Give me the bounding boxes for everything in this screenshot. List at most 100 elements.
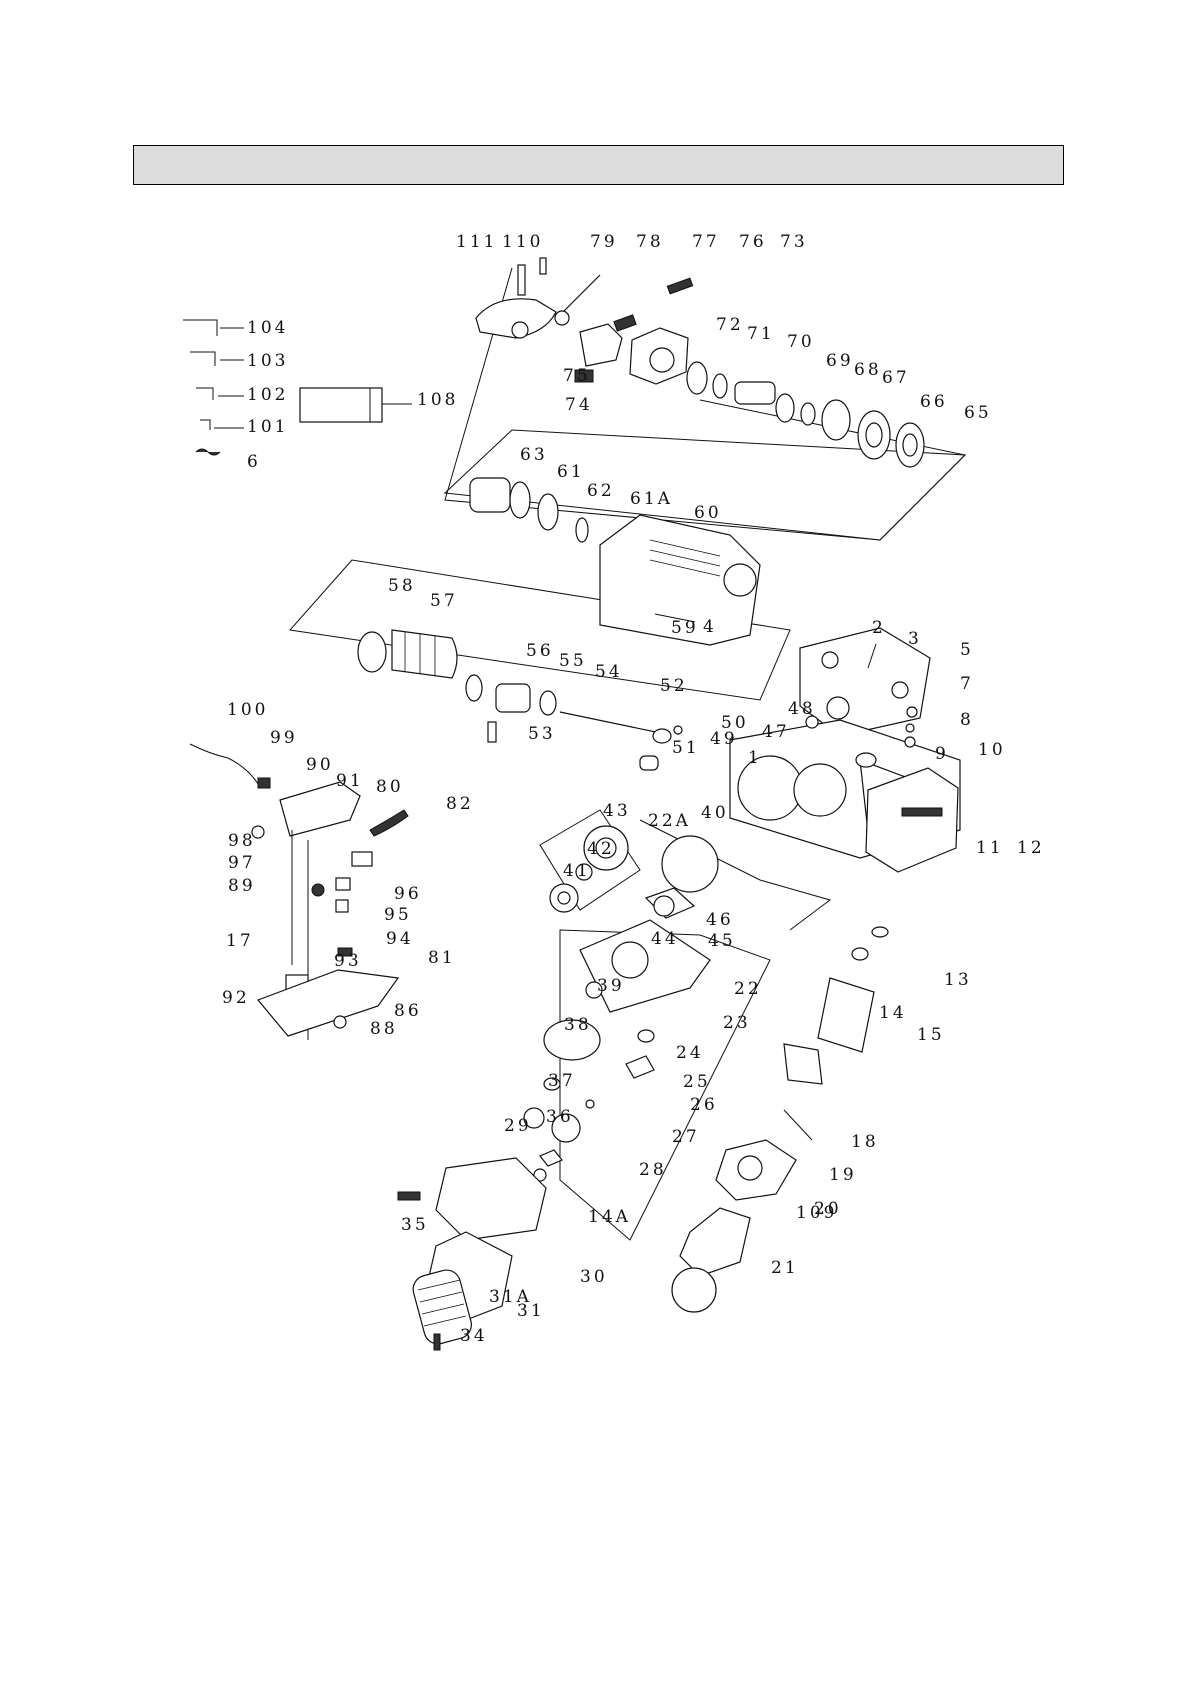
part-label: 15 <box>917 1025 945 1045</box>
part-label: 103 <box>247 351 288 371</box>
part-label: 76 <box>739 232 767 252</box>
part-label: 109 <box>796 1203 837 1223</box>
part-label: 25 <box>683 1072 711 1092</box>
part-label: 52 <box>660 676 688 696</box>
part-label: 42 <box>587 839 615 859</box>
part-label: 18 <box>851 1132 879 1152</box>
cylinder-assembly <box>469 477 761 646</box>
tool-kit <box>183 319 412 456</box>
part-label: 72 <box>716 315 744 335</box>
part-label: 98 <box>228 831 256 851</box>
socket-tube <box>299 387 383 423</box>
part-label: 11 <box>976 838 1004 858</box>
part-label: 92 <box>222 988 250 1008</box>
part-label: 14A <box>588 1207 631 1227</box>
part-label: 7 <box>960 674 974 694</box>
part-label: 24 <box>676 1043 704 1063</box>
part-label: 51 <box>672 738 700 758</box>
part-label: 63 <box>520 445 548 465</box>
gear-assembly <box>435 919 711 1241</box>
motor-assembly <box>671 926 889 1313</box>
part-label: 61A <box>630 489 673 509</box>
rear-handle <box>397 1191 513 1351</box>
part-label: 111 <box>456 232 497 252</box>
part-label: 21 <box>771 1258 799 1278</box>
part-label: 62 <box>587 481 615 501</box>
part-label: 47 <box>762 722 790 742</box>
part-label: 5 <box>960 640 974 660</box>
part-label: 12 <box>1017 838 1045 858</box>
part-label: 48 <box>788 699 816 719</box>
part-label: 38 <box>564 1015 592 1035</box>
part-label: 31 <box>517 1301 545 1321</box>
switch-assembly <box>189 743 409 1040</box>
part-label: 58 <box>388 576 416 596</box>
part-label: 49 <box>710 729 738 749</box>
part-label: 22 <box>734 979 762 999</box>
part-label: 17 <box>226 931 254 951</box>
part-label: 30 <box>580 1267 608 1287</box>
part-label: 22A <box>648 811 691 831</box>
part-label: 27 <box>672 1127 700 1147</box>
part-label: 3 <box>908 629 922 649</box>
part-label: 40 <box>701 803 729 823</box>
part-label: 44 <box>651 929 679 949</box>
part-label: 95 <box>384 905 412 925</box>
part-label: 55 <box>559 651 587 671</box>
part-label: 28 <box>639 1160 667 1180</box>
part-label: 60 <box>694 503 722 523</box>
part-label: 14 <box>879 1003 907 1023</box>
part-label: 96 <box>394 884 422 904</box>
part-label: 23 <box>723 1013 751 1033</box>
part-label: 69 <box>826 351 854 371</box>
part-label: 2 <box>872 618 886 638</box>
part-label: 50 <box>721 713 749 733</box>
part-label: 29 <box>504 1116 532 1136</box>
part-label: 94 <box>386 929 414 949</box>
part-label: 78 <box>636 232 664 252</box>
part-label: 43 <box>603 801 631 821</box>
part-label: 70 <box>787 332 815 352</box>
cylinder-group-outline <box>443 429 967 541</box>
part-label: 54 <box>595 662 623 682</box>
part-label: 56 <box>526 641 554 661</box>
part-label: 59 <box>671 618 699 638</box>
part-label: 36 <box>546 1107 574 1127</box>
part-label: 75 <box>563 366 591 386</box>
part-label: 91 <box>336 771 364 791</box>
part-label: 99 <box>270 728 298 748</box>
part-label: 82 <box>446 794 474 814</box>
latch-assembly <box>475 257 925 468</box>
part-label: 65 <box>964 403 992 423</box>
part-label: 101 <box>247 417 288 437</box>
part-label: 67 <box>882 368 910 388</box>
part-label: 81 <box>428 948 456 968</box>
part-label: 71 <box>747 324 775 344</box>
header-bar <box>133 145 1064 185</box>
part-label: 46 <box>706 910 734 930</box>
part-label: 31A <box>489 1287 532 1307</box>
part-label: 80 <box>376 777 404 797</box>
part-label: 74 <box>565 395 593 415</box>
part-label: 79 <box>590 232 618 252</box>
part-label: 73 <box>780 232 808 252</box>
part-label: 88 <box>370 1019 398 1039</box>
part-label: 45 <box>708 931 736 951</box>
part-label: 104 <box>247 318 288 338</box>
clip-icon <box>195 448 221 456</box>
part-label: 10 <box>978 740 1006 760</box>
part-label: 34 <box>460 1326 488 1346</box>
part-label: 97 <box>228 853 256 873</box>
part-label: 86 <box>394 1001 422 1021</box>
part-label: 20 <box>814 1199 842 1219</box>
part-label: 6 <box>247 452 261 472</box>
part-label: 4 <box>703 617 717 637</box>
part-label: 37 <box>548 1071 576 1091</box>
part-label: 53 <box>528 724 556 744</box>
part-label: 13 <box>944 970 972 990</box>
part-label: 19 <box>829 1165 857 1185</box>
part-label: 90 <box>306 755 334 775</box>
crank-assembly <box>549 825 719 919</box>
